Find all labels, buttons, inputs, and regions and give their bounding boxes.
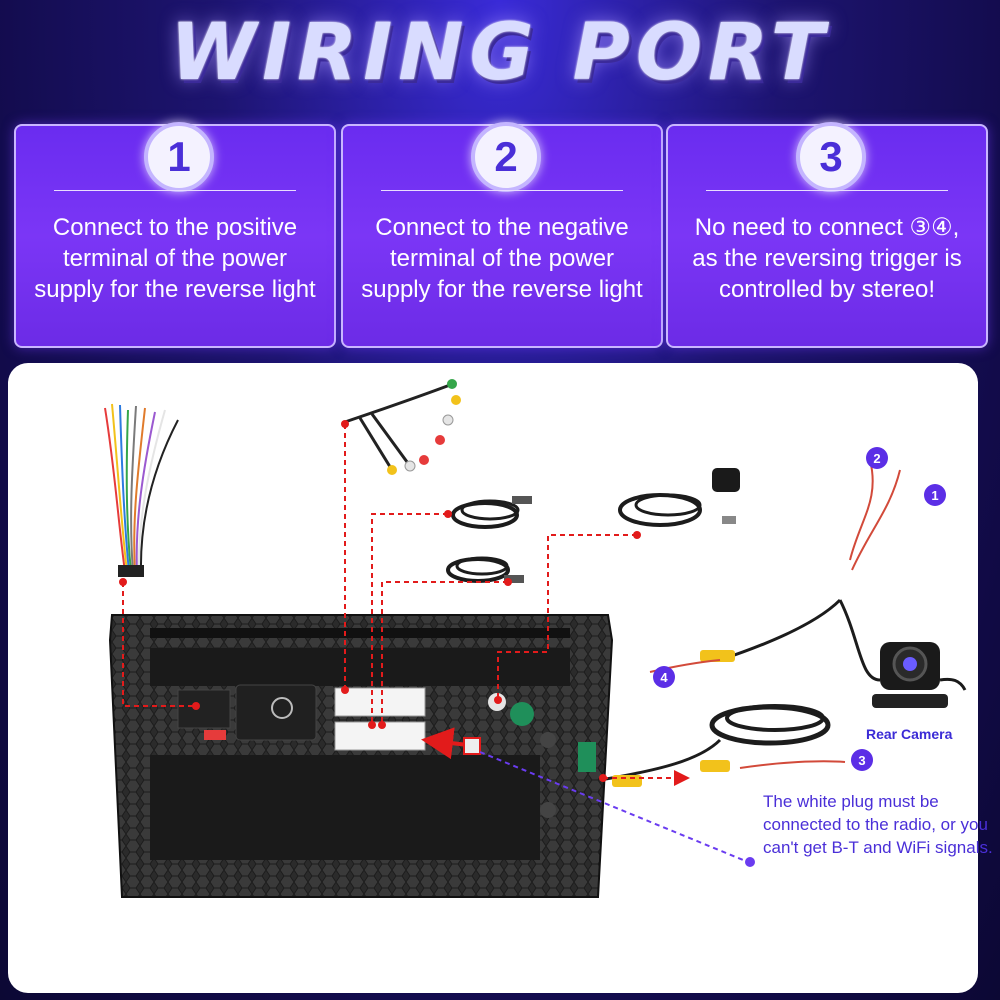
- badge-text: 4: [660, 670, 668, 685]
- rear-camera: [872, 642, 967, 708]
- step-number-badge: 2: [471, 122, 541, 192]
- white-plug: [463, 737, 481, 755]
- card-divider: [381, 190, 623, 191]
- badge-text: 3: [858, 753, 865, 768]
- step-card-2: 2 Connect to the negative terminal of th…: [341, 122, 663, 348]
- step-text: No need to connect ③④, as the reversing …: [692, 214, 962, 303]
- rca-cable-set: [344, 379, 461, 475]
- usb-cable: [446, 556, 524, 583]
- head-unit-back: [108, 614, 614, 898]
- step-text: Connect to the negative terminal of the …: [361, 214, 643, 303]
- wiring-harness: [104, 403, 179, 577]
- note-pointer-dot: [745, 857, 755, 867]
- connection-lines: [122, 424, 690, 786]
- badge-text: 2: [873, 451, 880, 466]
- camera-cable: [599, 459, 901, 787]
- white-plug-arrow: [421, 727, 469, 760]
- card-divider: [706, 190, 948, 191]
- connection-dots: [119, 420, 641, 782]
- page-title: WIRING PORT: [170, 8, 830, 98]
- rear-camera-label: Rear Camera: [866, 726, 953, 742]
- white-plug-note: The white plug must be connected to the …: [763, 792, 993, 857]
- badge-4: 4: [653, 666, 675, 688]
- badge-3: 3: [851, 749, 873, 771]
- badge-text: 1: [931, 488, 938, 503]
- badge-1: 1: [924, 484, 946, 506]
- badge-2: 2: [866, 447, 888, 469]
- step-card-3: 3 No need to connect ③④, as the reversin…: [666, 122, 988, 348]
- step-text: Connect to the positive terminal of the …: [34, 214, 316, 303]
- step-card-1: 1 Connect to the positive terminal of th…: [14, 122, 336, 348]
- usb-cable: [451, 496, 532, 529]
- note-pointer-line: [479, 751, 749, 863]
- card-divider: [54, 190, 296, 191]
- gps-antenna: [618, 468, 740, 527]
